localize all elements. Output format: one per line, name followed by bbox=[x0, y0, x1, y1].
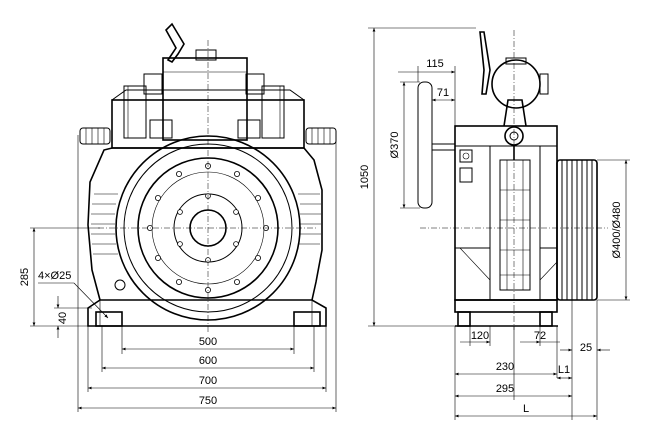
front-dimensions: 500 600 700 750 285 40 4×Ø25 bbox=[19, 135, 337, 412]
dim-40: 40 bbox=[57, 312, 69, 324]
left-foot bbox=[95, 311, 123, 327]
dim-600: 600 bbox=[199, 355, 217, 367]
side-view bbox=[417, 30, 608, 330]
side-dimensions: 1050 Ø370 115 71 Ø400/Ø480 120 bbox=[359, 27, 630, 420]
dim-L: L bbox=[523, 403, 529, 415]
dim-d370: Ø370 bbox=[389, 132, 401, 159]
dim-25: 25 bbox=[580, 342, 592, 354]
side-lever bbox=[479, 31, 491, 95]
traction-sheave bbox=[556, 159, 598, 301]
right-foot bbox=[293, 311, 321, 327]
dim-d400-d480: Ø400/Ø480 bbox=[611, 202, 623, 259]
dim-115: 115 bbox=[426, 58, 444, 70]
dim-1050: 1050 bbox=[359, 165, 371, 189]
cooling-ribs bbox=[91, 193, 321, 255]
dim-750: 750 bbox=[199, 395, 217, 407]
side-lever-arm bbox=[503, 99, 527, 127]
dim-295: 295 bbox=[496, 383, 514, 395]
dim-72: 72 bbox=[534, 330, 546, 342]
dim-120: 120 bbox=[471, 330, 489, 342]
front-view bbox=[79, 22, 337, 334]
side-body bbox=[454, 125, 558, 301]
front-base bbox=[87, 299, 327, 327]
dim-285: 285 bbox=[19, 268, 31, 286]
dim-700: 700 bbox=[199, 375, 217, 387]
holes-callout: 4×Ø25 bbox=[38, 270, 71, 282]
side-base bbox=[454, 299, 558, 313]
dim-230: 230 bbox=[496, 361, 514, 373]
release-lever bbox=[165, 22, 185, 64]
brake-housing bbox=[162, 57, 248, 141]
small-plug bbox=[114, 279, 126, 291]
dim-L1: L1 bbox=[558, 364, 570, 376]
handwheel bbox=[417, 81, 433, 209]
dim-500: 500 bbox=[199, 336, 217, 348]
front-housing bbox=[87, 147, 323, 301]
dim-71: 71 bbox=[437, 87, 449, 99]
